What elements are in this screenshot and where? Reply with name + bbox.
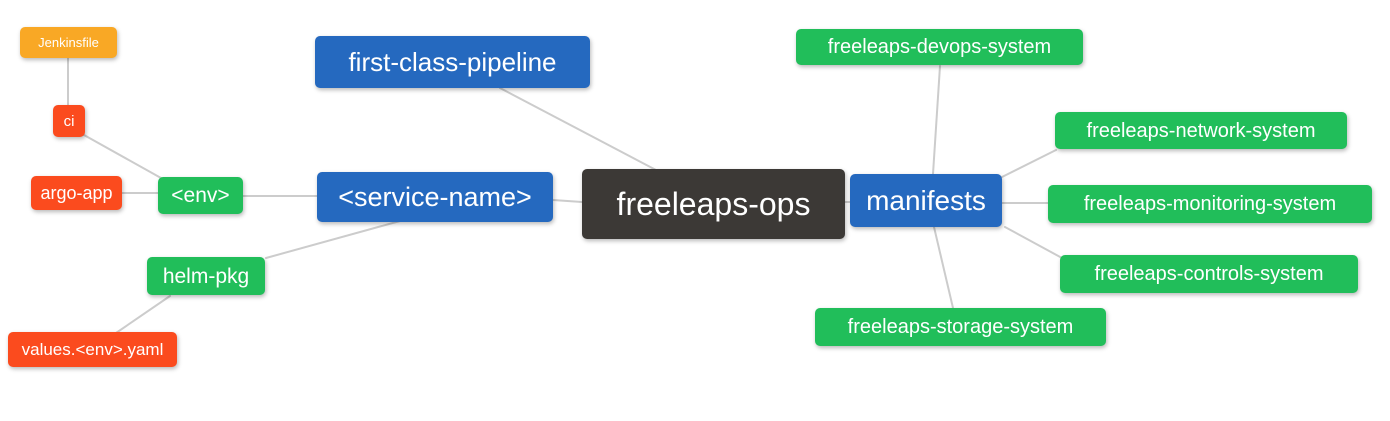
edge-service-name-root xyxy=(552,199,583,203)
node-first-class-pipeline[interactable]: first-class-pipeline xyxy=(315,36,590,88)
node-network-system[interactable]: freeleaps-network-system xyxy=(1055,112,1347,149)
edge-manifests-devops xyxy=(932,65,941,175)
node-controls-system[interactable]: freeleaps-controls-system xyxy=(1060,255,1358,293)
node-argo-app[interactable]: argo-app xyxy=(31,176,122,210)
edge-helm-pkg-values xyxy=(115,295,171,334)
node-jenkinsfile[interactable]: Jenkinsfile xyxy=(20,27,117,58)
node-manifests[interactable]: manifests xyxy=(850,174,1002,227)
node-devops-system[interactable]: freeleaps-devops-system xyxy=(796,29,1083,65)
edge-manifests-storage xyxy=(933,226,954,309)
node-helm-pkg[interactable]: helm-pkg xyxy=(147,257,265,295)
node-service-name[interactable]: <service-name> xyxy=(317,172,553,222)
node-freeleaps-ops[interactable]: freeleaps-ops xyxy=(582,169,845,239)
node-storage-system[interactable]: freeleaps-storage-system xyxy=(815,308,1106,346)
node-values-env-yaml[interactable]: values.<env>.yaml xyxy=(8,332,177,367)
edge-manifests-controls xyxy=(1004,226,1063,259)
edge-ci-env xyxy=(83,134,162,179)
edge-manifests-network xyxy=(1001,149,1057,178)
node-env[interactable]: <env> xyxy=(158,177,243,214)
edge-service-name-helm-pkg xyxy=(265,220,401,259)
node-ci[interactable]: ci xyxy=(53,105,85,137)
node-monitoring-system[interactable]: freeleaps-monitoring-system xyxy=(1048,185,1372,223)
edge-pipeline-freeleaps-ops xyxy=(499,87,657,171)
